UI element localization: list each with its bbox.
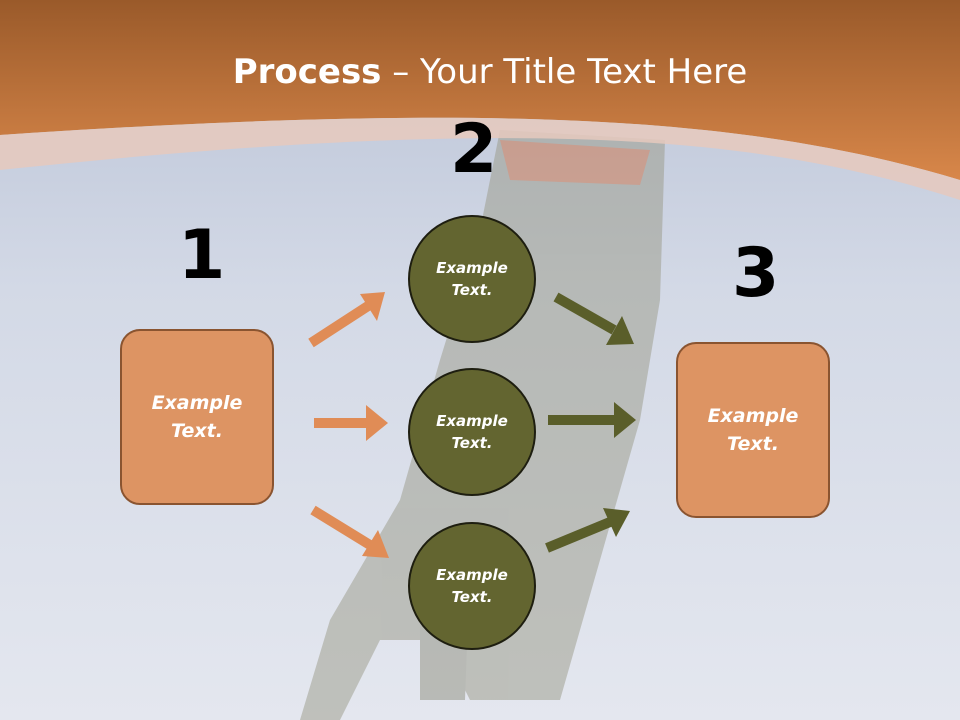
title-rest: – Your Title Text Here bbox=[381, 52, 748, 92]
circle-top-line1: Example bbox=[436, 258, 508, 277]
circle-middle-line2: Text. bbox=[451, 434, 493, 452]
step-box-3-line2: Text. bbox=[727, 433, 779, 455]
arrow-olive-middle bbox=[548, 402, 636, 438]
step-box-1-line2: Text. bbox=[171, 420, 223, 442]
title-bold: Process bbox=[232, 52, 382, 92]
step-number-1: 1 bbox=[178, 216, 226, 295]
arrow-olive-up bbox=[545, 508, 630, 553]
slide-title: Process – Your Title Text Here bbox=[0, 52, 960, 92]
circle-middle-line1: Example bbox=[436, 411, 508, 430]
arrow-olive-down bbox=[553, 292, 634, 345]
circle-bottom-line1: Example bbox=[436, 565, 508, 584]
circle-bottom-line2: Text. bbox=[451, 588, 493, 606]
header-band bbox=[0, 0, 960, 180]
arrow-orange-middle bbox=[314, 405, 388, 441]
arrow-orange-down bbox=[310, 505, 389, 558]
step-box-1-line1: Example bbox=[151, 391, 243, 414]
step-number-3: 3 bbox=[732, 234, 780, 313]
step-number-2: 2 bbox=[450, 110, 498, 189]
header-swoosh bbox=[0, 117, 960, 200]
step-box-3-line1: Example bbox=[707, 404, 799, 427]
arrow-orange-up bbox=[308, 292, 385, 348]
circle-top-line2: Text. bbox=[451, 281, 493, 299]
